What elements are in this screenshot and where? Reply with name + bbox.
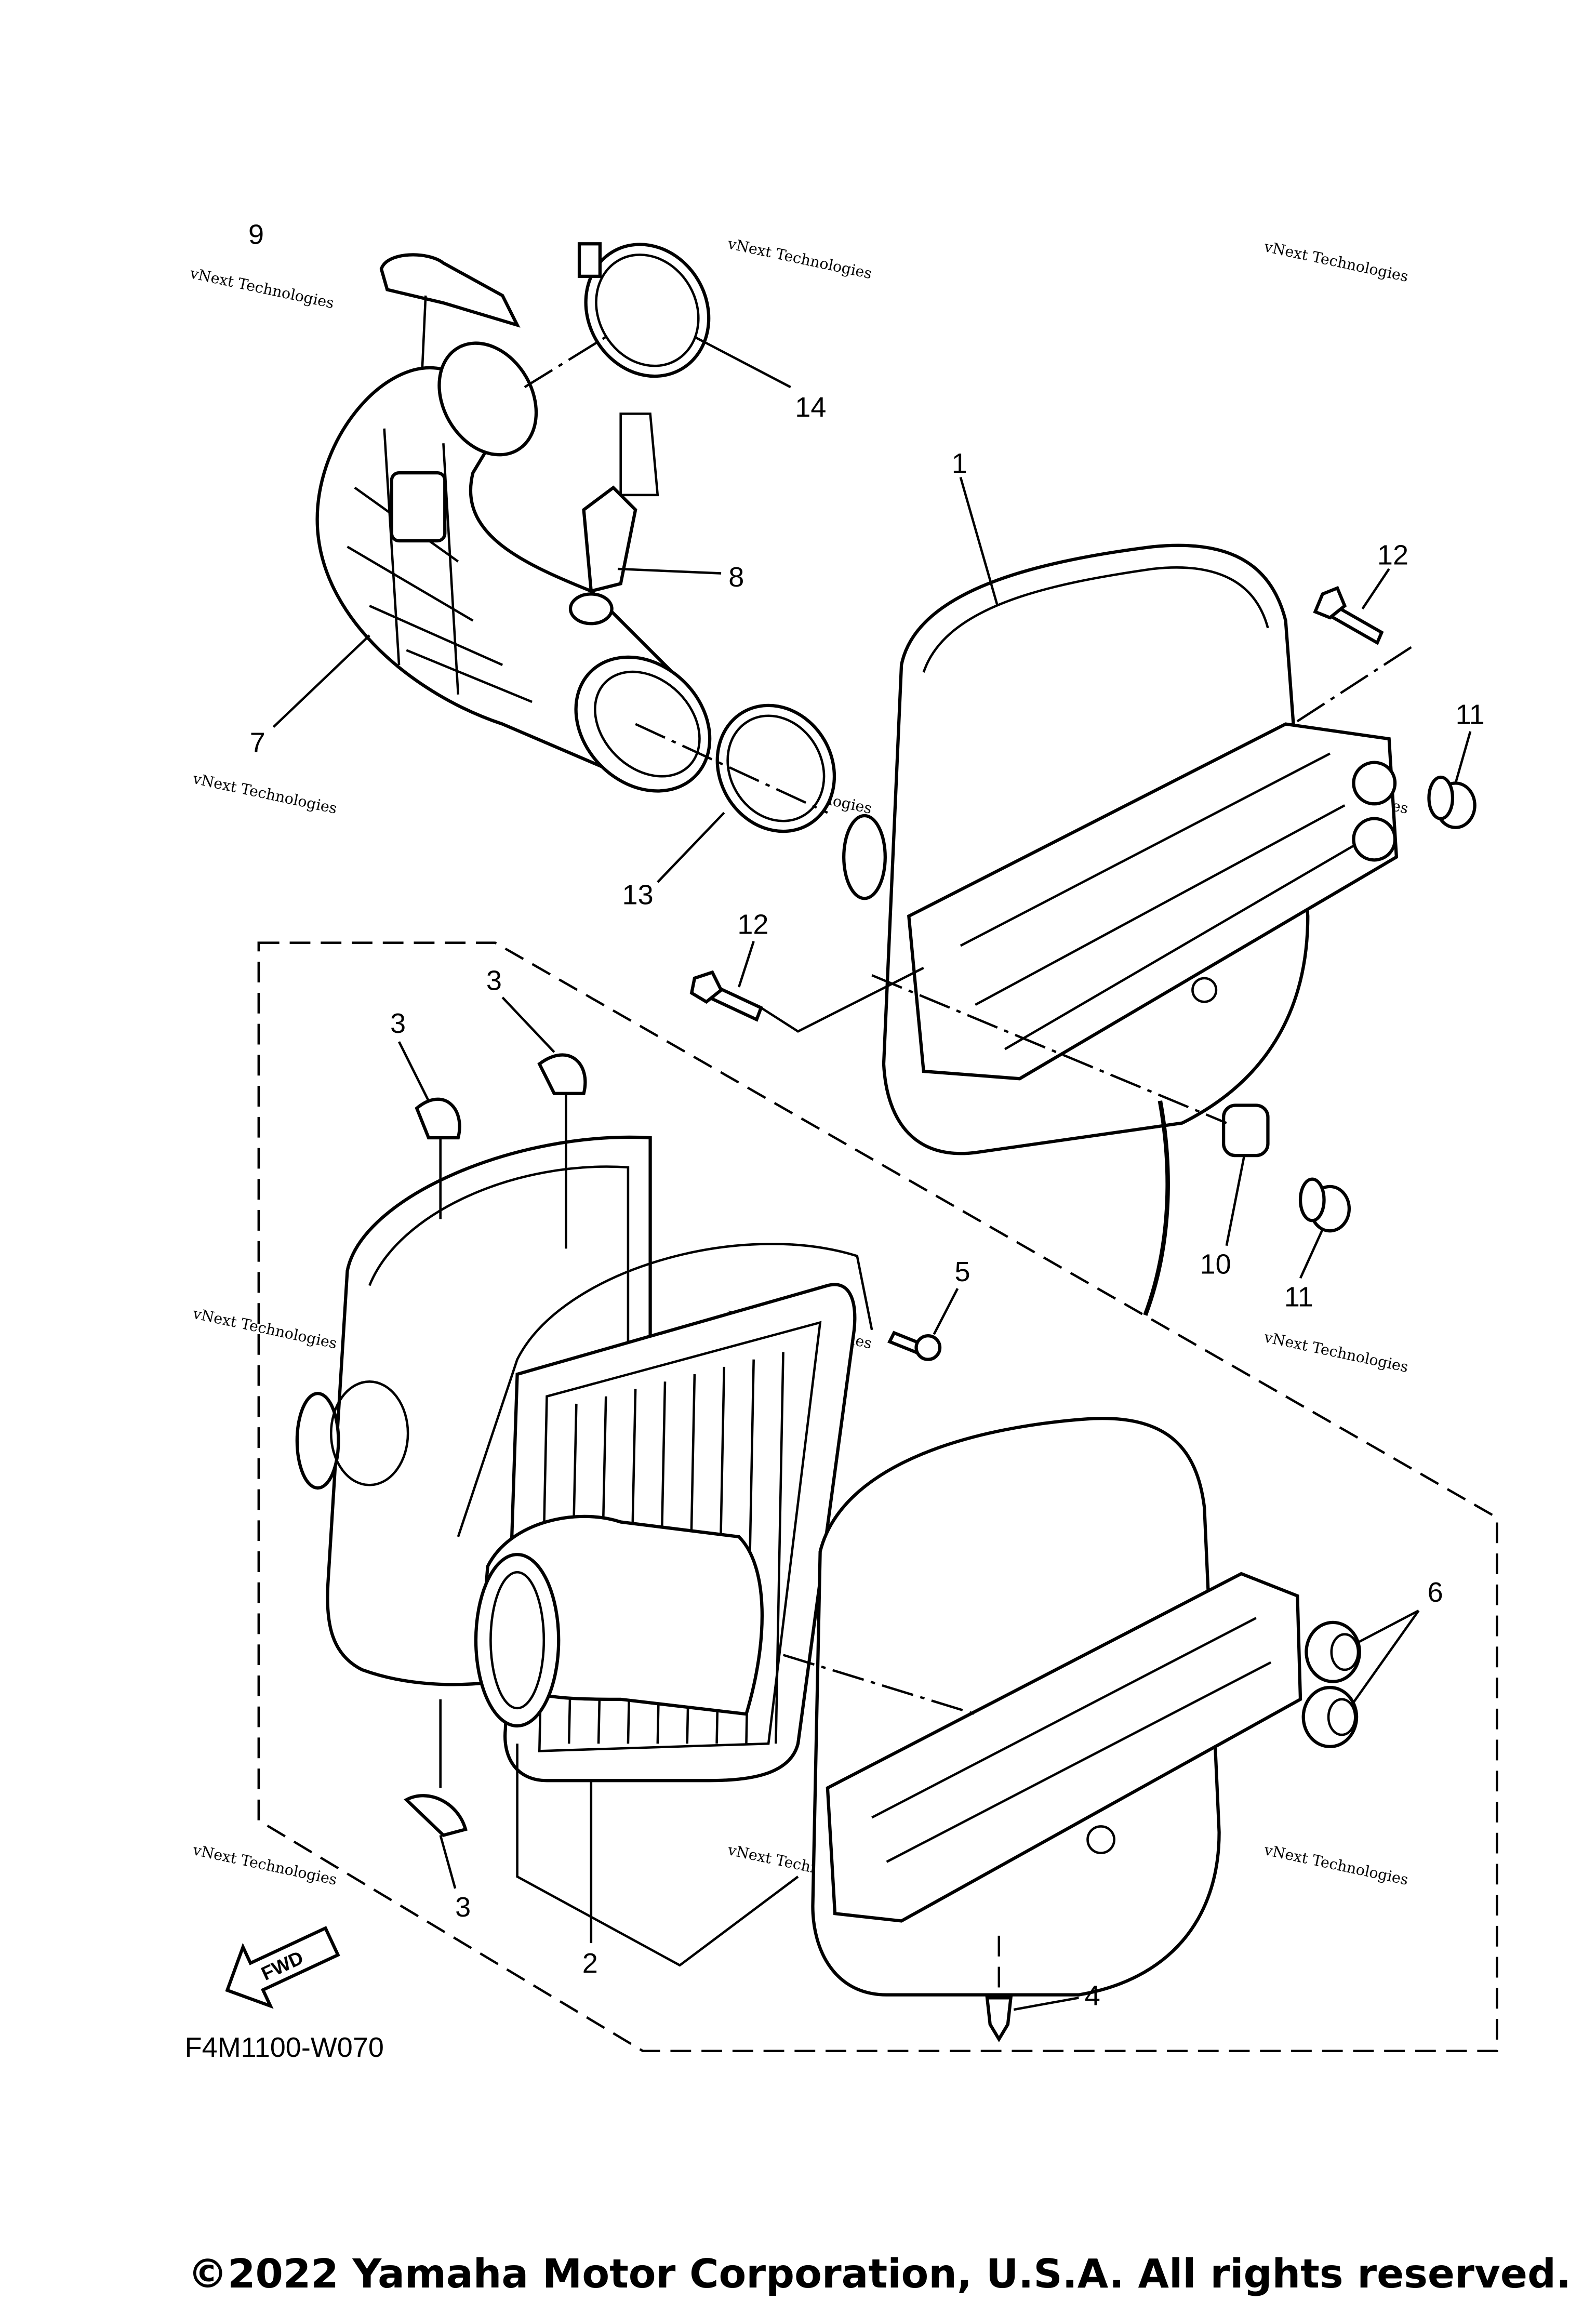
part-7-intake-duct xyxy=(315,341,712,793)
callout-13: 13 xyxy=(622,880,654,911)
callout-5: 5 xyxy=(954,1256,970,1287)
callout-11: 11 xyxy=(1456,699,1485,730)
watermark: vNext Technologies xyxy=(191,770,338,817)
callout-3: 3 xyxy=(455,1892,471,1923)
callout-6: 6 xyxy=(1428,1577,1443,1608)
drain-hose xyxy=(1143,1100,1170,1316)
part-8-fitting xyxy=(568,413,659,626)
part-12-bolt-upper xyxy=(1313,586,1384,645)
part-11-collar-upper xyxy=(1427,775,1477,829)
watermark: vNext Technologies xyxy=(1262,1328,1409,1376)
watermark: vNext Technologies xyxy=(1262,1841,1409,1889)
callout-12: 12 xyxy=(1377,539,1408,570)
exploded-view-boundary xyxy=(257,941,1498,2053)
part-3-clip-c xyxy=(404,1794,468,1837)
part-3-clip-a xyxy=(415,1097,461,1140)
watermark: vNext Technologies xyxy=(1262,238,1409,285)
callout-3: 3 xyxy=(486,965,502,996)
callout-14: 14 xyxy=(795,392,826,423)
watermark: vNext Technologies xyxy=(191,1305,338,1352)
callout-12: 12 xyxy=(737,909,768,940)
part-1-air-cleaner-case xyxy=(842,543,1399,1155)
forward-arrow-icon: FWD xyxy=(225,1926,340,2009)
callout-4: 4 xyxy=(1085,1980,1100,2012)
case-body xyxy=(811,1416,1302,1997)
callout-2: 2 xyxy=(582,1948,598,1979)
part-2-element xyxy=(457,1243,873,1783)
part-11-collar-lower xyxy=(1298,1177,1351,1233)
part-10-grommet xyxy=(1221,1103,1270,1158)
leader-lines xyxy=(272,336,1472,2011)
part-3-clip-b xyxy=(537,1053,587,1095)
callout-11: 11 xyxy=(1284,1281,1313,1312)
watermark: vNext Technologies xyxy=(191,1841,338,1889)
callout-10: 10 xyxy=(1200,1249,1231,1280)
part-6-grommet-upper xyxy=(1305,1620,1361,1683)
drawing-code: F4M1100-W070 xyxy=(185,2032,384,2063)
watermark: vNext Technologies xyxy=(188,264,336,312)
watermark: vNext Technologies xyxy=(726,235,873,282)
callout-9: 9 xyxy=(248,219,264,250)
part-12-bolt-lower xyxy=(689,970,763,1022)
callout-7: 7 xyxy=(250,727,265,759)
part-4-drain-plug xyxy=(985,1996,1013,2043)
part-14-hose-clamp xyxy=(577,242,711,378)
part-13-clamp xyxy=(715,703,836,833)
callout-1: 1 xyxy=(952,448,967,479)
callout-8: 8 xyxy=(728,562,744,593)
part-5-screw xyxy=(887,1331,942,1361)
part-6-grommet-lower xyxy=(1301,1685,1359,1748)
callout-3: 3 xyxy=(390,1008,406,1039)
callouts: 9 14 1 12 8 11 7 13 12 3 3 10 11 5 6 3 2… xyxy=(248,219,1485,2011)
copyright-notice: ©2022 Yamaha Motor Corporation, U.S.A. A… xyxy=(188,2251,1571,2297)
